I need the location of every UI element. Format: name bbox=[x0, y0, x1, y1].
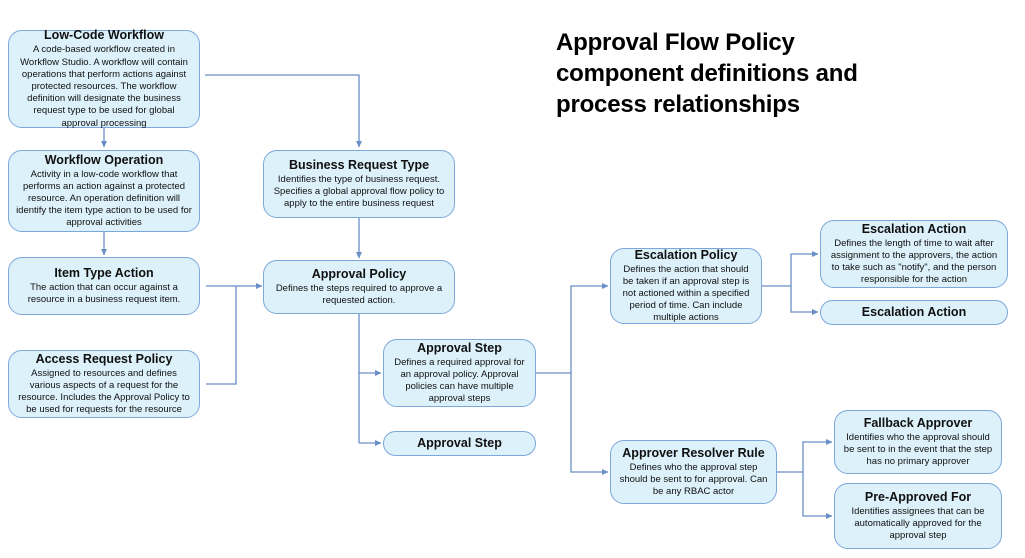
page-title-line-2: component definitions and bbox=[556, 60, 858, 87]
node-access-request-policy[interactable]: Access Request Policy Assigned to resour… bbox=[8, 350, 200, 418]
node-description: Defines the length of time to wait after… bbox=[830, 237, 998, 286]
connector-arp-to-ap bbox=[206, 286, 237, 385]
node-description: Defines the action that should be taken … bbox=[622, 263, 750, 324]
node-description: A code-based workflow created in Workflo… bbox=[20, 44, 188, 129]
node-business-request-type[interactable]: Business Request Type Identifies the typ… bbox=[263, 150, 455, 218]
node-title: Escalation Action bbox=[861, 305, 967, 319]
node-title: Access Request Policy bbox=[35, 351, 173, 366]
node-item-type-action[interactable]: Item Type Action The action that can occ… bbox=[8, 257, 200, 315]
node-description: Assigned to resources and defines variou… bbox=[18, 367, 190, 416]
node-description: Identifies who the approval should be se… bbox=[843, 431, 993, 468]
node-title: Approval Step bbox=[417, 340, 502, 355]
page-title-line-1: Approval Flow Policy bbox=[556, 29, 795, 56]
node-description: Identifies assignees that can be automat… bbox=[851, 505, 985, 542]
node-low-code-workflow[interactable]: Low-Code Workflow A code-based workflow … bbox=[8, 28, 200, 129]
node-approval-step[interactable]: Approval Step Defines a required approva… bbox=[383, 339, 536, 407]
connector-arr-to-preapproved bbox=[802, 472, 833, 519]
connector-step-to-ep bbox=[570, 283, 609, 373]
node-approval-step-2[interactable]: Approval Step bbox=[383, 431, 536, 456]
node-title: Low-Code Workflow bbox=[44, 28, 164, 43]
node-approval-policy[interactable]: Approval Policy Defines the steps requir… bbox=[263, 260, 455, 314]
node-description: Activity in a low-code workflow that per… bbox=[16, 168, 192, 229]
node-title: Approver Resolver Rule bbox=[622, 445, 765, 460]
node-approver-resolver-rule[interactable]: Approver Resolver Rule Defines who the a… bbox=[610, 440, 777, 504]
node-description: Identifies the type of business request.… bbox=[273, 173, 445, 210]
node-description: Defines a required approval for an appro… bbox=[394, 356, 525, 405]
node-title: Item Type Action bbox=[54, 265, 154, 280]
node-description: Defines who the approval step should be … bbox=[619, 461, 768, 498]
node-title: Approval Step bbox=[417, 436, 502, 450]
node-escalation-action-2[interactable]: Escalation Action bbox=[820, 300, 1008, 325]
connector-ep-to-ea2 bbox=[790, 286, 819, 315]
node-description: The action that can occur against a reso… bbox=[27, 281, 181, 305]
node-title: Fallback Approver bbox=[863, 415, 973, 430]
node-title: Pre-Approved For bbox=[864, 489, 972, 504]
connector-step-to-arr bbox=[570, 373, 609, 475]
node-description: Defines the steps required to approve a … bbox=[275, 282, 443, 306]
node-pre-approved-for[interactable]: Pre-Approved For Identifies assignees th… bbox=[834, 483, 1002, 549]
connector-ep-to-ea1 bbox=[790, 251, 819, 286]
page-title-line-3: process relationships bbox=[556, 91, 800, 118]
node-escalation-policy[interactable]: Escalation Policy Defines the action tha… bbox=[610, 248, 762, 324]
node-title: Approval Policy bbox=[311, 266, 407, 281]
connector-arr-to-fallback bbox=[802, 439, 833, 472]
page-title: Approval Flow Policy component definitio… bbox=[556, 27, 986, 120]
node-title: Escalation Action bbox=[861, 221, 967, 236]
node-escalation-action[interactable]: Escalation Action Defines the length of … bbox=[820, 220, 1008, 288]
node-fallback-approver[interactable]: Fallback Approver Identifies who the app… bbox=[834, 410, 1002, 474]
node-workflow-operation[interactable]: Workflow Operation Activity in a low-cod… bbox=[8, 150, 200, 232]
node-title: Workflow Operation bbox=[44, 152, 164, 167]
connector-lcw-to-brt bbox=[205, 74, 362, 148]
node-title: Escalation Policy bbox=[634, 247, 738, 262]
node-title: Business Request Type bbox=[288, 157, 430, 172]
